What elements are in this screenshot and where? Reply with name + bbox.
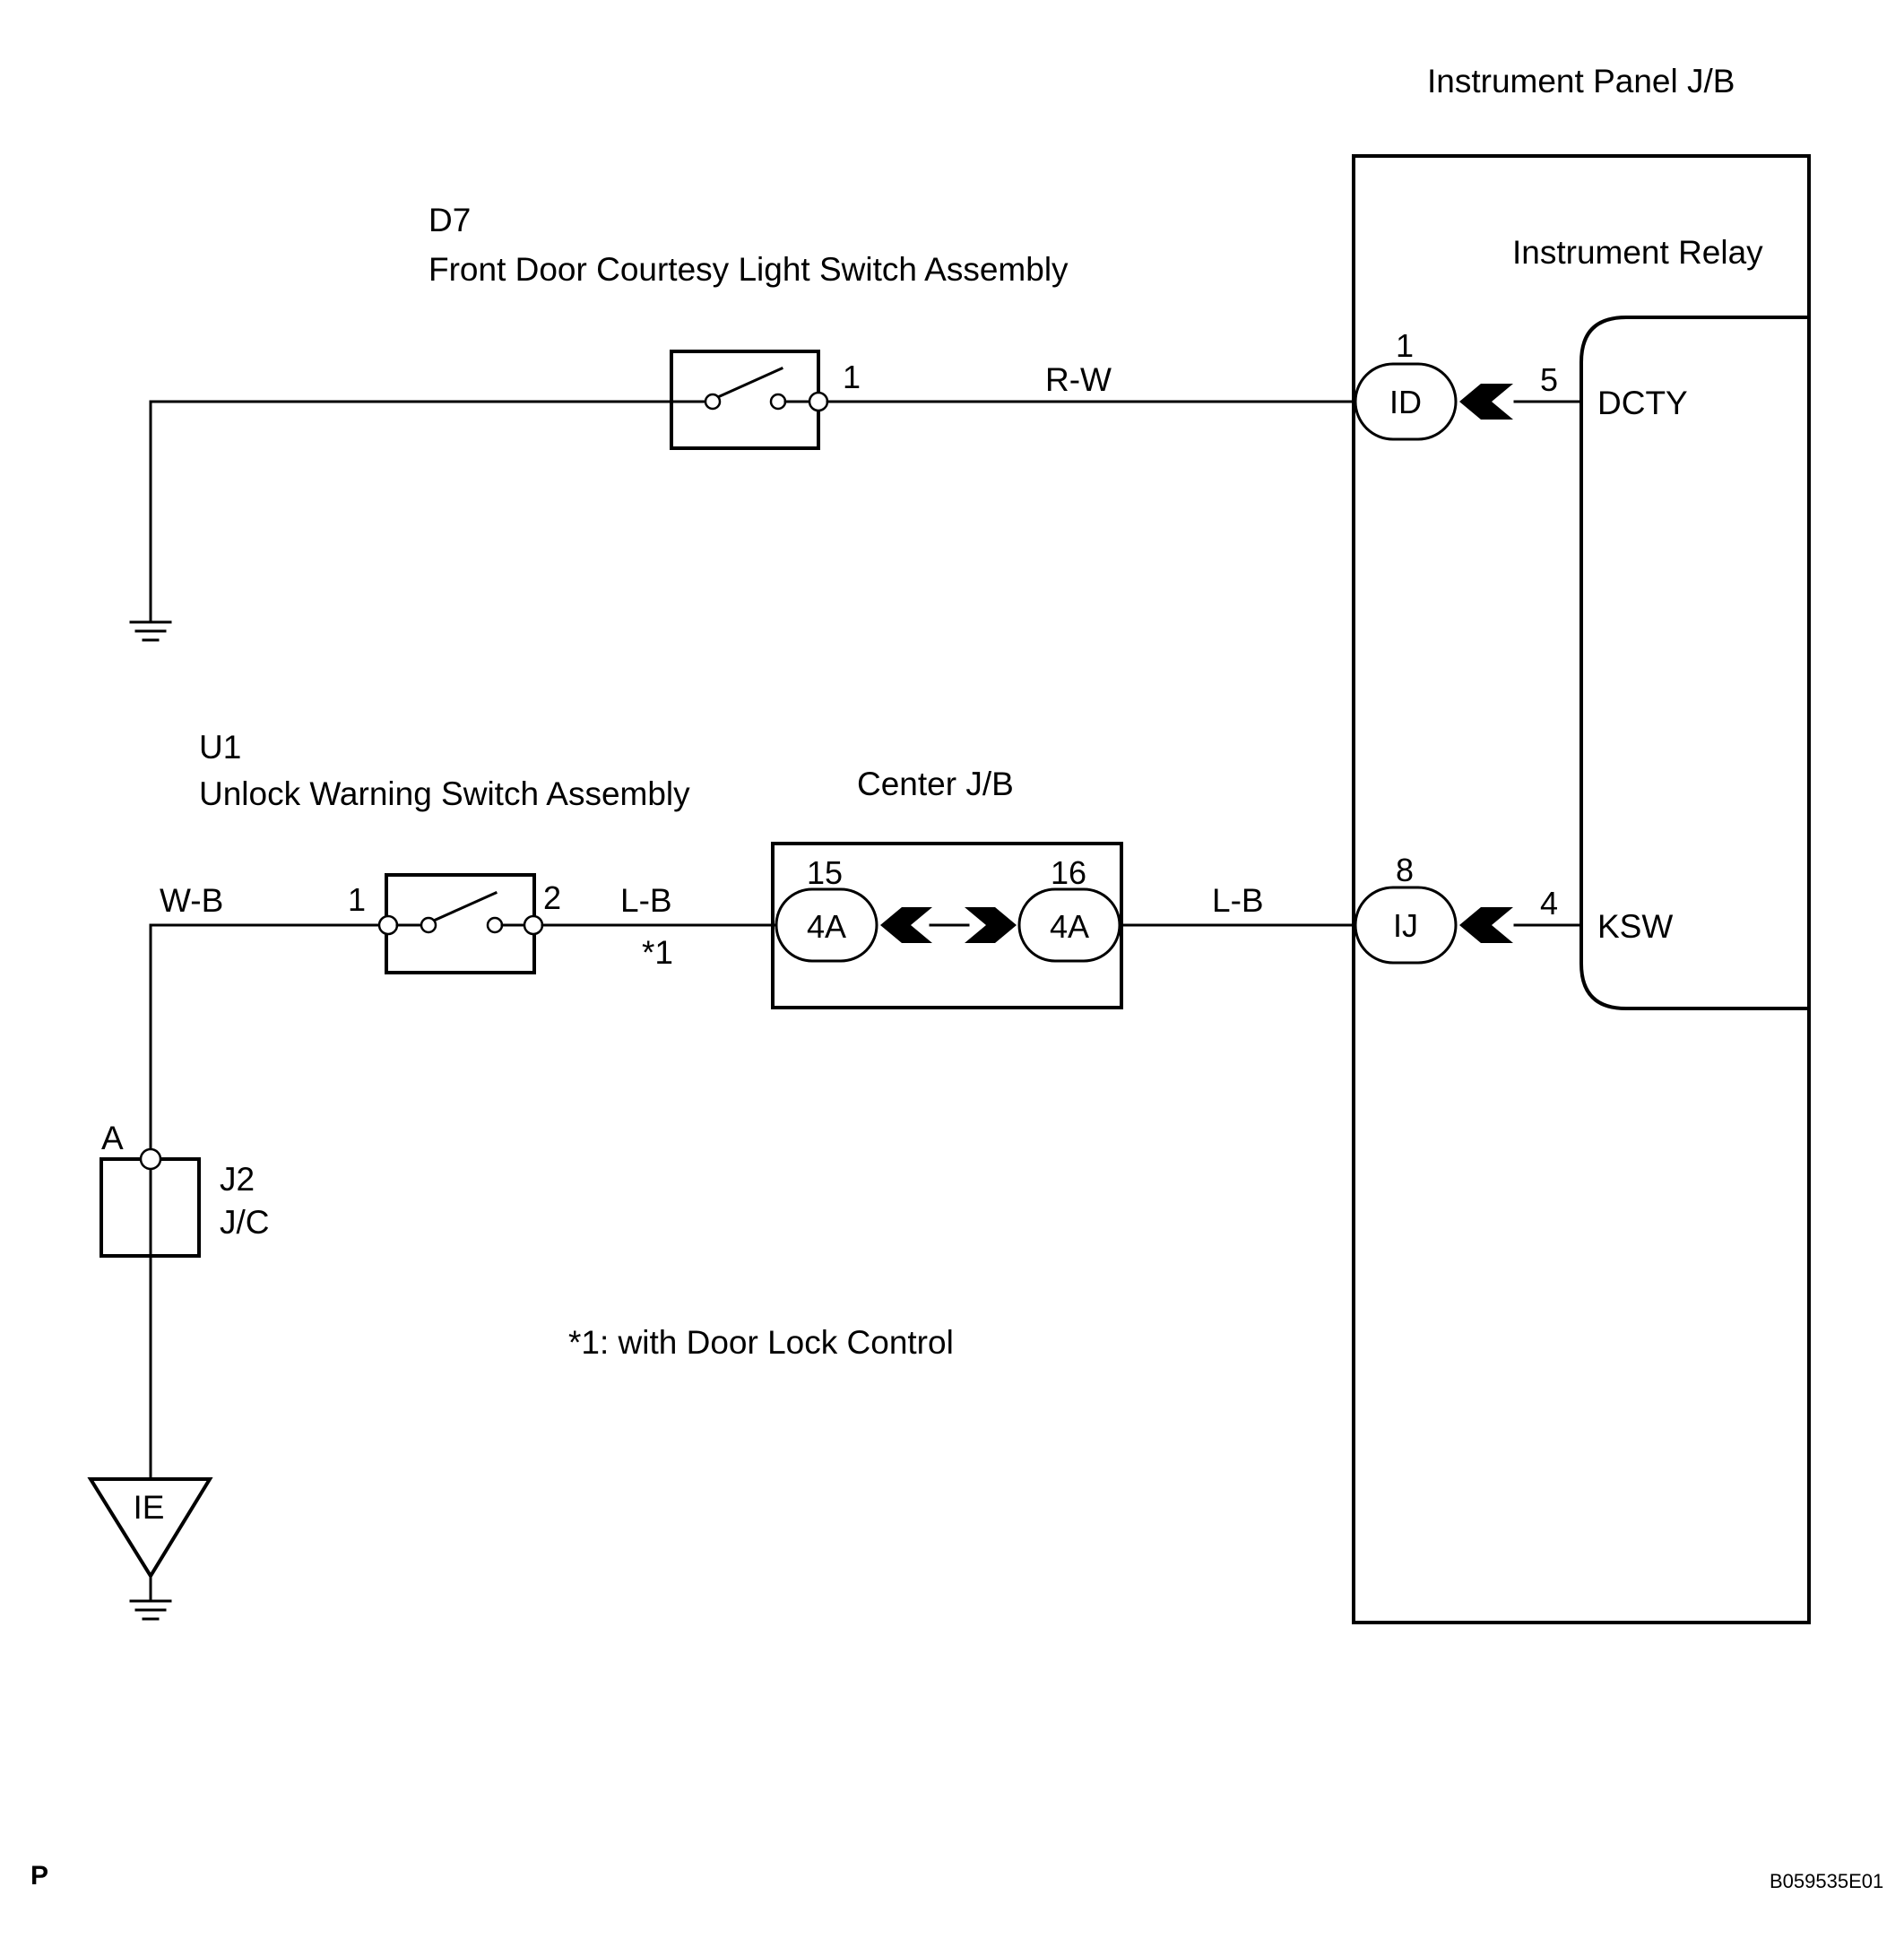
center-connector-15 xyxy=(775,887,878,963)
u1-name: Unlock Warning Switch Assembly xyxy=(199,775,690,812)
figure-code: B059535E01 xyxy=(1770,1870,1883,1892)
d7-pin: 1 xyxy=(843,359,861,395)
u1-pin-1: 1 xyxy=(348,881,366,918)
wire-label-w-b: W-B xyxy=(160,882,223,919)
ground-symbol-icon xyxy=(129,620,172,642)
d7-name: Front Door Courtesy Light Switch Assembl… xyxy=(428,251,1069,288)
u1-switch-blade xyxy=(434,891,498,922)
d7-switch-box xyxy=(670,350,820,450)
center-connector-16 xyxy=(1017,887,1121,963)
u1-pin-2: 2 xyxy=(543,879,561,916)
j2-point-label: A xyxy=(101,1120,124,1156)
d7-switch-blade xyxy=(718,367,783,398)
connector-arrow-ij xyxy=(1459,907,1513,943)
center-arrow-left xyxy=(880,907,932,943)
wire-label-r-w: R-W xyxy=(1045,361,1112,398)
d7-code: D7 xyxy=(428,202,471,238)
center-arrow-right xyxy=(965,907,1017,943)
u1-switch-contact xyxy=(420,916,437,934)
connector-ij-label: IJ xyxy=(1393,907,1418,944)
center-connector-16-pin: 16 xyxy=(1051,854,1086,891)
connector-id-label: ID xyxy=(1389,384,1422,420)
corner-label-left: P xyxy=(30,1861,48,1891)
instrument-relay-outline xyxy=(1579,316,1809,1010)
wire-label-l-b-2: L-B xyxy=(1212,882,1264,919)
u1-code: U1 xyxy=(199,729,241,766)
instrument-relay-title: Instrument Relay xyxy=(1512,234,1763,271)
u1-pin-2-terminal xyxy=(523,914,544,936)
d7-switch-contact xyxy=(704,393,722,411)
footnote: *1: with Door Lock Control xyxy=(568,1324,954,1361)
u1-switch-contact xyxy=(486,916,504,934)
relay-pin-ksw: 4 xyxy=(1540,885,1558,922)
j2-point-a xyxy=(139,1147,162,1171)
u1-pin-1-terminal xyxy=(377,914,399,936)
d7-pin-terminal xyxy=(808,391,829,412)
d7-switch-contact xyxy=(769,393,787,411)
instrument-panel-jb-box xyxy=(1352,154,1811,1624)
relay-pin-dcty: 5 xyxy=(1540,361,1558,398)
j2-name: J/C xyxy=(220,1204,270,1241)
wire-note-1: *1 xyxy=(642,934,673,971)
ground-symbol-icon xyxy=(129,1599,172,1621)
wire-label-l-b-1: L-B xyxy=(620,882,672,919)
center-connector-15-label: 4A xyxy=(807,908,846,945)
relay-terminal-ksw: KSW xyxy=(1597,908,1673,945)
connector-ij-pin: 8 xyxy=(1396,852,1414,888)
instrument-panel-jb-title: Instrument Panel J/B xyxy=(1427,63,1735,100)
connector-id-pin: 1 xyxy=(1396,327,1414,364)
ground-point-ie xyxy=(87,1477,213,1580)
j2-code: J2 xyxy=(220,1161,255,1198)
center-connector-16-label: 4A xyxy=(1050,908,1089,945)
center-jb-title: Center J/B xyxy=(857,766,1014,802)
connector-arrow-id xyxy=(1459,384,1513,420)
ground-point-ie-label: IE xyxy=(134,1489,165,1526)
center-connector-15-pin: 15 xyxy=(807,854,843,891)
relay-terminal-dcty: DCTY xyxy=(1597,385,1688,421)
